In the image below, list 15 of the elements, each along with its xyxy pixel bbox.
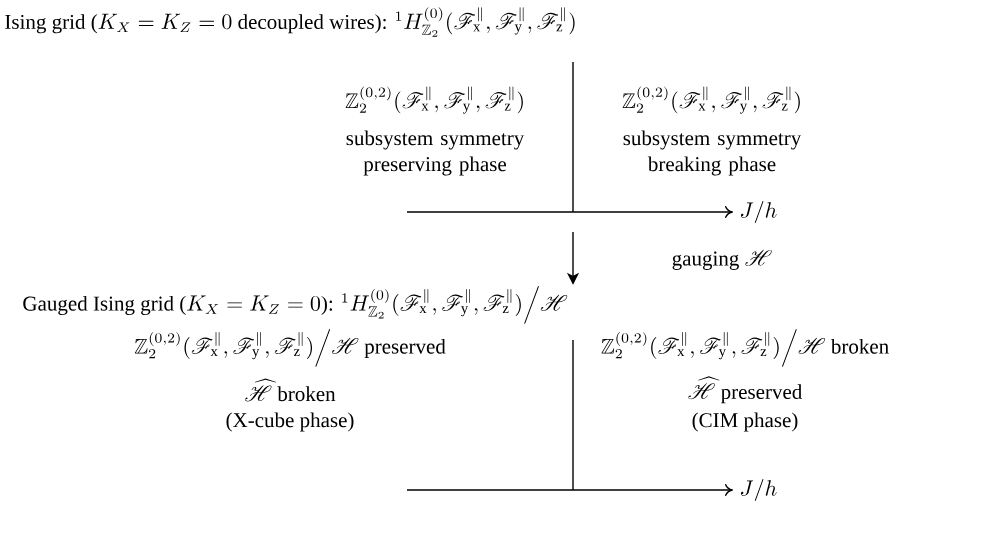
symmetry-label: $\mathbb{Z}_2^{(0,2)}(\mathscr{F}^{\parallel}_{\mathrm{x}},\mathscr{F}^{\parallel}_{\mathrm{y}},\mathscr{F}^{\parallel}_{\mathrm{z}})\Big/\mathscr{H}\ \text{preserved}$ bbox=[134, 329, 446, 367]
phase-label: (CIM phase) bbox=[692, 412, 798, 432]
heading: $\text{Ising grid (}K_X=K_Z=0\text{ decoupled wires): }{}^1H^{(0)}_{\mathbb{Z}_2}(\mathscr{F}^{\parallel}_{\mathrm{x}},\mathscr{F}^{\parallel}_{\mathrm{y}},\mathscr{F}^{\parallel}_{\mathrm{z}})$ bbox=[5, 7, 575, 37]
axis-label: $J/h$ bbox=[740, 201, 777, 223]
phase-label: $\widehat{\mathscr{H}}\ \text{broken}$ bbox=[245, 378, 336, 402]
phase-label: subsystem symmetry preserving phase bbox=[346, 130, 525, 176]
axis-label: $J/h$ bbox=[740, 479, 777, 501]
edge-label: $\text{gauging }\mathscr{H}$ bbox=[672, 249, 772, 270]
symmetry-label: $\mathbb{Z}_2^{(0,2)}(\mathscr{F}^{\parallel}_{\mathrm{x}},\mathscr{F}^{\parallel}_{\mathrm{y}},\mathscr{F}^{\parallel}_{\mathrm{z}})\Big/\mathscr{H}\ \text{broken}$ bbox=[601, 329, 889, 367]
symmetry-label: $\mathbb{Z}_2^{(0,2)}(\mathscr{F}^{\parallel}_{\mathrm{x}},\mathscr{F}^{\parallel}_{\mathrm{y}},\mathscr{F}^{\parallel}_{\mathrm{z}})$ bbox=[622, 86, 800, 114]
phase-label: (X-cube phase) bbox=[226, 412, 354, 432]
phase-label: $\widehat{\mathscr{H}}\ \text{preserved}$ bbox=[688, 376, 803, 404]
heading: $\text{Gauged Ising grid (}K_X=K_Z=0\text{): }{}^1H^{(0)}_{\mathbb{Z}_2}(\mathscr{F}^{\parallel}_{\mathrm{x}},\mathscr{F}^{\parallel}_{\mathrm{y}},\mathscr{F}^{\parallel}_{\mathrm{z}})\Big/\mathscr{H}$ bbox=[23, 286, 568, 324]
symmetry-label: $\mathbb{Z}_2^{(0,2)}(\mathscr{F}^{\parallel}_{\mathrm{x}},\mathscr{F}^{\parallel}_{\mathrm{y}},\mathscr{F}^{\parallel}_{\mathrm{z}})$ bbox=[345, 86, 523, 114]
phase-label: subsystem symmetry breaking phase bbox=[623, 130, 802, 176]
